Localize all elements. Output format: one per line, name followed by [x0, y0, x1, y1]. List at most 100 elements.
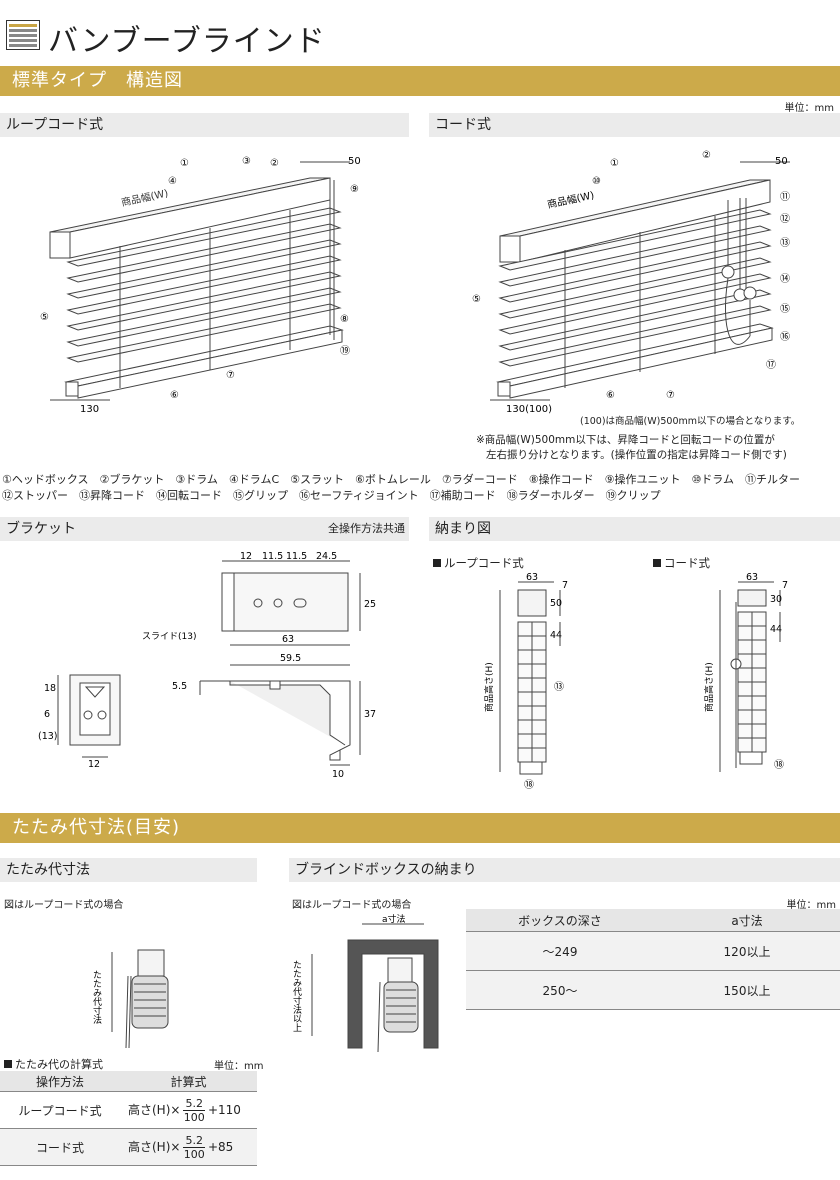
cord-num-1: ①	[610, 158, 619, 169]
loop-cord-heading: ループコード式	[0, 113, 409, 137]
calc-title: たたみ代の計算式	[4, 1056, 103, 1072]
page-title: バンブーブラインド	[48, 24, 326, 59]
box-note: 図はループコード式の場合	[292, 900, 412, 911]
box-header-a: a寸法	[654, 909, 840, 932]
fit-cord-44: 44	[770, 624, 782, 635]
bracket-dim-24-5: 24.5	[316, 551, 337, 562]
folding-heading: たたみ代寸法	[0, 858, 257, 882]
unit-label: 単位：mm	[784, 103, 834, 114]
fit-loop-50: 50	[550, 598, 562, 609]
fit-cord-7: 7	[782, 580, 788, 591]
loop-num-5: ⑤	[40, 312, 49, 323]
calc-header-formula: 計算式	[120, 1071, 257, 1092]
loop-num-19: ⑲	[340, 345, 350, 357]
bracket-dim-12b: 12	[88, 759, 100, 770]
parts-legend-1: ①ヘッドボックス ②ブラケット ③ドラム ④ドラムC ⑤スラット ⑥ボトムレール…	[2, 473, 800, 486]
loop-cord-diagram: 商品幅(W) 50 130 ① ② ③ ④ ⑤ ⑥ ⑦ ⑧ ⑲ ⑨	[40, 156, 361, 415]
bracket-slide-label: スライド(13)	[142, 631, 196, 642]
fit-cord-30: 30	[770, 594, 782, 605]
bracket-dim-12: 12	[240, 551, 252, 562]
section-band-folding: たたみ代寸法(目安)	[0, 813, 840, 843]
box-depth-1: 〜249	[466, 931, 654, 971]
blind-logo-icon	[6, 20, 40, 50]
loop-num-1: ①	[180, 158, 189, 169]
calc-header-method: 操作方法	[0, 1071, 120, 1092]
box-depth-2: 250〜	[466, 970, 654, 1010]
fit-loop-height: 商品高さ(H)	[483, 662, 495, 712]
cord-num-6: ⑥	[606, 390, 615, 401]
fit-cord-height: 商品高さ(H)	[703, 662, 715, 712]
folding-note: 図はループコード式の場合	[4, 900, 124, 911]
fit-loop-diagram: 63 7 50 44 ⑬ ⑱ 商品高さ(H)	[483, 572, 568, 791]
cord-num-17: ⑰	[766, 359, 776, 371]
bracket-dim-11-5b: 11.5	[286, 551, 307, 562]
bracket-dim-25: 25	[364, 599, 376, 610]
loop-width-label: 商品幅(W)	[120, 186, 169, 209]
box-table: ボックスの深さ a寸法 〜249 120以上 250〜 150以上	[466, 909, 840, 1010]
box-unit: 単位：mm	[786, 900, 836, 911]
cord-dim-130: 130(100)	[506, 404, 552, 415]
bracket-note: 全操作方法共通	[328, 522, 405, 535]
box-a-1: 120以上	[654, 931, 840, 971]
calc-method-cord: コード式	[0, 1128, 120, 1166]
loop-num-3: ③	[242, 156, 251, 167]
cord-num-7: ⑦	[666, 390, 675, 401]
parts-legend-2: ⑫ストッパー ⑬昇降コード ⑭回転コード ⑮グリップ ⑯セーフティジョイント ⑰…	[2, 489, 661, 502]
loop-dim-50: 50	[348, 156, 361, 167]
cord-num-16: ⑯	[780, 331, 790, 343]
bracket-dim-18: 18	[44, 683, 56, 694]
loop-num-4: ④	[168, 176, 177, 187]
cord-num-11: ⑪	[780, 191, 790, 203]
loop-num-2: ②	[270, 158, 279, 169]
folding-diagram: たたみ代寸法	[91, 949, 169, 1049]
bracket-dim-63: 63	[282, 634, 294, 645]
fit-cord-label: コード式	[653, 555, 710, 571]
loop-num-8: ⑧	[340, 314, 349, 325]
bracket-dim-10: 10	[332, 769, 344, 780]
cord-num-14: ⑭	[780, 273, 790, 285]
fit-loop-label: ループコード式	[433, 555, 524, 571]
cord-num-12: ⑫	[780, 213, 790, 225]
box-diagram: a寸法 たたみ代寸法以上	[291, 913, 439, 1052]
fit-cord-63: 63	[746, 572, 758, 583]
fit-cord-n18: ⑱	[774, 759, 784, 771]
bracket-dim-5-5: 5.5	[172, 681, 187, 692]
fit-loop-63: 63	[526, 572, 538, 583]
fit-loop-7: 7	[562, 580, 568, 591]
table-row: 250〜 150以上	[466, 970, 840, 1010]
fit-loop-n13: ⑬	[554, 681, 564, 693]
section-band-structure: 標準タイプ 構造図	[0, 66, 840, 96]
bracket-diagram: 12 11.5 11.5 24.5 25 スライド(13) 63 59.5 5.…	[38, 551, 376, 780]
bracket-dim-59-5: 59.5	[280, 653, 301, 664]
cord-width-label: 商品幅(W)	[546, 188, 595, 211]
folding-vlabel: たたみ代寸法	[91, 970, 102, 1025]
fit-heading: 納まり図	[429, 517, 840, 541]
bracket-dim-11-5a: 11.5	[262, 551, 283, 562]
cord-num-15: ⑮	[780, 303, 790, 315]
loop-num-7: ⑦	[226, 370, 235, 381]
cord-dim-50: 50	[775, 156, 788, 167]
box-heading: ブラインドボックスの納まり	[289, 858, 840, 882]
fit-loop-n18: ⑱	[524, 779, 534, 791]
cord-num-5: ⑤	[472, 294, 481, 305]
calc-unit: 単位：mm	[214, 1061, 264, 1072]
cord-num-2: ②	[702, 150, 711, 161]
cord-note-3: 左右振り分けとなります。(操作位置の指定は昇降コード側です)	[486, 449, 787, 461]
cord-num-13: ⑬	[780, 237, 790, 249]
table-row: 〜249 120以上	[466, 931, 840, 971]
calc-method-loop: ループコード式	[0, 1091, 120, 1129]
loop-dim-130: 130	[80, 404, 99, 415]
bracket-heading: ブラケット 全操作方法共通	[0, 517, 409, 541]
cord-heading: コード式	[429, 113, 840, 137]
box-a-2: 150以上	[654, 970, 840, 1010]
loop-num-9: ⑨	[350, 184, 359, 195]
box-vlabel: たたみ代寸法以上	[291, 960, 302, 1032]
cord-note-2: ※商品幅(W)500mm以下は、昇降コードと回転コードの位置が	[476, 434, 775, 446]
loop-num-6: ⑥	[170, 390, 179, 401]
bracket-title: ブラケット	[6, 521, 76, 537]
